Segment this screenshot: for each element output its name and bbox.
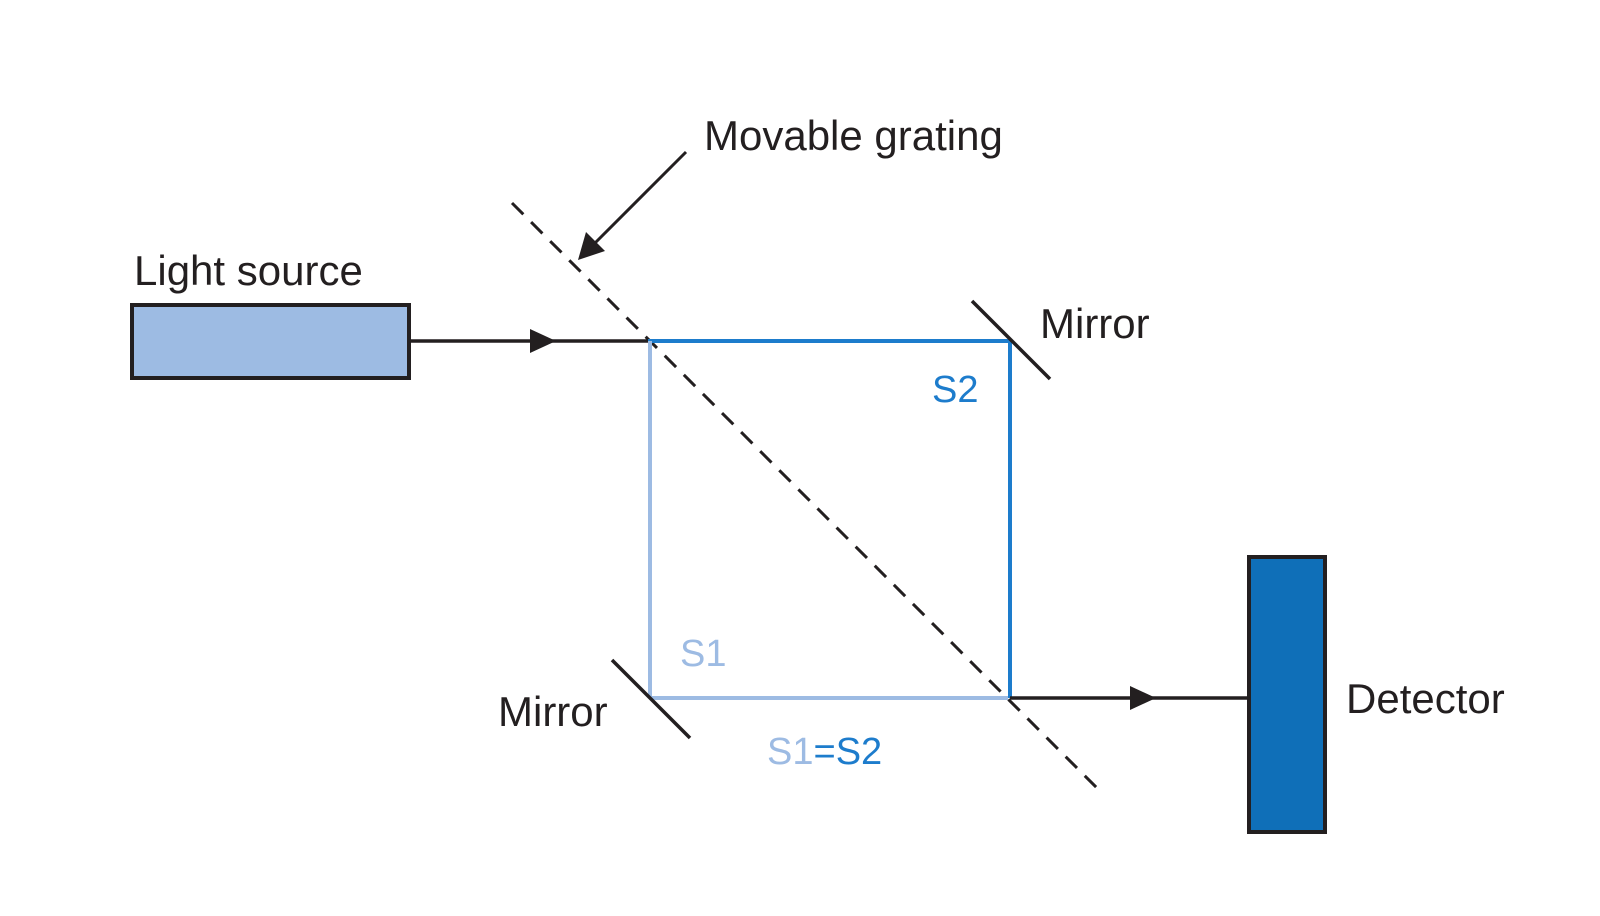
input-beam-arrow	[530, 329, 556, 353]
detector-box	[1247, 555, 1327, 834]
output-beam-arrow	[1130, 686, 1156, 710]
s1-label: S1	[680, 633, 726, 675]
movable-grating-line	[510, 201, 1102, 793]
mirror-top-right	[970, 299, 1052, 381]
light-source-label: Light source	[134, 247, 363, 294]
equality-s1: S1	[767, 731, 813, 773]
grating-pointer-arrowhead	[578, 232, 605, 260]
mirror-bottom-left	[610, 658, 692, 740]
mirror-bottom-label: Mirror	[498, 688, 608, 735]
equality-sign: =	[813, 731, 835, 773]
s2-label: S2	[932, 369, 978, 411]
light-source-box	[130, 303, 411, 380]
mirror-top-label: Mirror	[1040, 300, 1150, 347]
detector-label: Detector	[1346, 675, 1505, 722]
path-equality-label: S1=S2	[767, 731, 882, 773]
movable-grating-label: Movable grating	[704, 112, 1003, 159]
grating-pointer-arrow	[588, 150, 688, 250]
equality-s2: S2	[836, 731, 882, 773]
